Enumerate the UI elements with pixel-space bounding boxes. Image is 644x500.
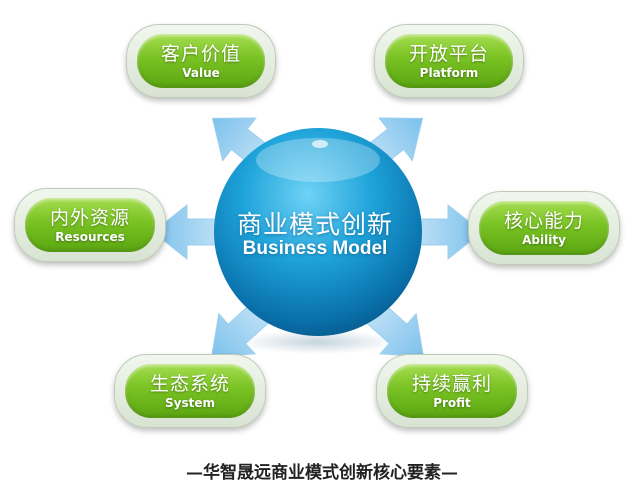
node-platform: 开放平台 Platform [374,24,524,98]
node-platform-en: Platform [419,65,479,80]
node-profit: 持续赢利 Profit [376,354,528,428]
node-system: 生态系统 System [114,354,266,428]
node-resources-en: Resources [55,229,125,244]
node-system-cn: 生态系统 [149,372,230,395]
node-value-en: Value [182,65,220,80]
node-ability-en: Ability [522,232,566,247]
center-sphere [214,128,422,336]
node-ability: 核心能力 Ability [468,191,620,265]
sphere-highlight [256,138,380,182]
node-platform-cn: 开放平台 [408,42,489,65]
sphere-glint [312,140,328,148]
node-profit-cn: 持续赢利 [411,372,492,395]
node-system-en: System [165,395,215,410]
diagram-caption: —华智晟远商业模式创新核心要素— [186,463,458,483]
node-ability-cn: 核心能力 [503,209,584,232]
center-title-en: Business Model [242,238,388,259]
node-resources: 内外资源 Resources [14,188,166,262]
node-resources-cn: 内外资源 [49,206,130,229]
node-value-cn: 客户价值 [160,42,241,65]
node-profit-en: Profit [433,395,471,410]
sphere-shadow [240,330,396,354]
node-value: 客户价值 Value [126,24,276,98]
center-title-cn: 商业模式创新 [236,210,393,239]
